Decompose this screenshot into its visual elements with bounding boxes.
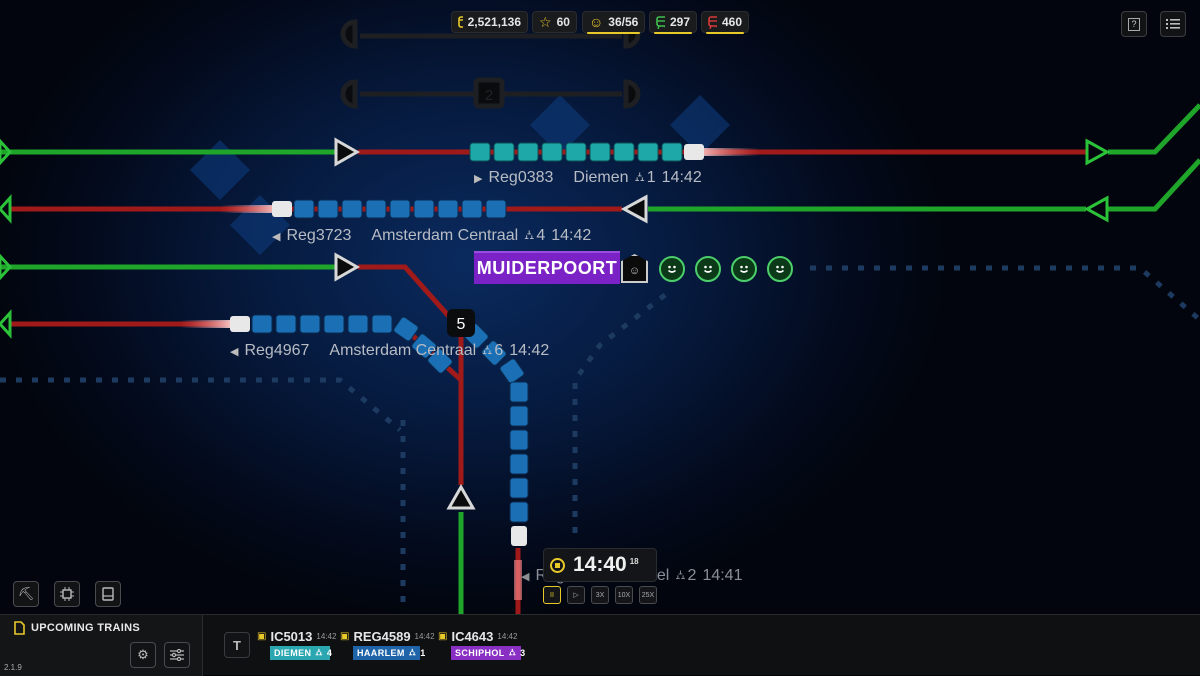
train-label-reg4967[interactable]: ◀ Reg4967 Amsterdam Centraal ⛼ 6 14:42 (230, 342, 550, 359)
speed-3x-button[interactable]: 3X (591, 586, 609, 604)
smiley-icon: ☺ (589, 14, 604, 30)
happy-passenger-icon (767, 256, 793, 282)
train-green-icon (656, 15, 665, 29)
list-icon (1166, 19, 1180, 29)
svg-text:2: 2 (485, 87, 493, 104)
version-label: 2.1.9 (4, 663, 22, 672)
speed-10x-button[interactable]: 10X (615, 586, 633, 604)
happy-passenger-icon (659, 256, 685, 282)
train-label-reg0383[interactable]: ▶ Reg0383 Diemen ⛼ 1 14:42 (474, 169, 702, 186)
platform-icon: ⛼ (482, 342, 493, 357)
train-label-reg3723[interactable]: ◀ Reg3723 Amsterdam Centraal ⛼ 4 14:42 (272, 227, 592, 244)
book-icon (102, 587, 114, 601)
platform-icon: ⛼ (408, 647, 417, 657)
menu-button[interactable] (1160, 11, 1186, 37)
sliders-icon (170, 649, 184, 661)
chip-button[interactable] (54, 581, 80, 607)
direction-left-icon: ◀ (521, 570, 530, 583)
happy-passenger-icon (695, 256, 721, 282)
play-button[interactable]: ▷ (567, 586, 585, 604)
satisfaction-counter: ☺ 36/56 (582, 11, 645, 34)
platform-icon: ⛼ (508, 647, 517, 657)
direction-left-icon: ◀ (272, 230, 281, 243)
train-icon: ▣ (438, 631, 448, 642)
gear-icon: ⚙ (137, 647, 149, 662)
train-red-icon (708, 15, 717, 29)
station-name-muiderpoort[interactable]: Muiderpoort (474, 251, 620, 284)
happy-passenger-icon (731, 256, 757, 282)
track-layer: 2 (0, 19, 1200, 614)
help-icon: ? (1128, 17, 1140, 31)
filter-button[interactable] (164, 642, 190, 668)
game-clock: 14:40 18 (543, 548, 657, 582)
construction-icon: ⛏ (17, 586, 35, 601)
svg-text:5: 5 (457, 316, 466, 333)
book-button[interactable] (95, 581, 121, 607)
help-button[interactable]: ? (1121, 11, 1147, 37)
direction-left-icon: ◀ (230, 345, 239, 358)
filter-t-button[interactable]: T (224, 632, 250, 658)
chip-icon (60, 587, 74, 601)
direction-right-icon: ▶ (474, 172, 483, 185)
stop-icon (550, 557, 565, 573)
green-trains-counter: 297 (649, 11, 697, 34)
construction-button[interactable]: ⛏ (13, 581, 39, 607)
rail-map[interactable]: 2 (0, 0, 1200, 614)
document-icon (14, 621, 25, 635)
speed-25x-button[interactable]: 25X (639, 586, 657, 604)
platform-icon: ⛼ (524, 227, 535, 242)
stars-counter: ☆ 60 (532, 11, 577, 33)
star-icon: ☆ (539, 13, 552, 30)
red-trains-counter: 460 (701, 11, 749, 34)
upcoming-trains-panel: UPCOMING TRAINS ⚙ 2.1.9 (0, 615, 203, 676)
money-counter: 2,521,136 (451, 11, 528, 33)
wallet-icon (458, 16, 463, 28)
train-icon: ▣ (340, 631, 350, 642)
platform-icon: ⛼ (675, 567, 686, 582)
platform-icon: ⛼ (634, 169, 645, 184)
pause-button[interactable]: II (543, 586, 561, 604)
upcoming-trains-title: UPCOMING TRAINS (31, 622, 140, 634)
train-icon: ▣ (257, 631, 267, 642)
settings-copy-button[interactable]: ⚙ (130, 642, 156, 668)
station-chat-icon[interactable]: ☺ (621, 254, 648, 283)
platform-icon: ⛼ (315, 647, 323, 657)
